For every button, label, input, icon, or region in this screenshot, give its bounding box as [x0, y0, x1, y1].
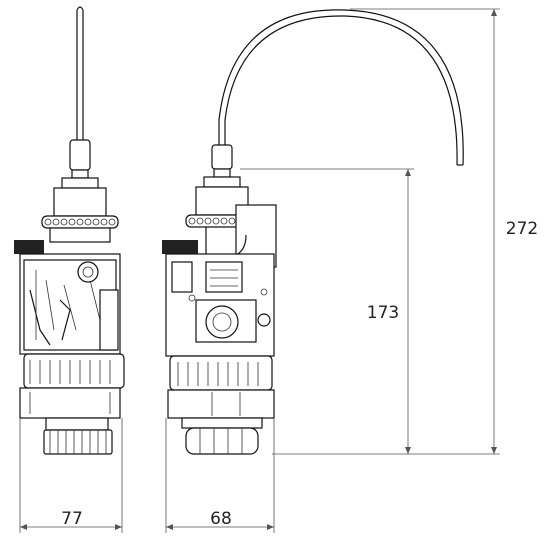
dimension-label-width-left: 77 — [61, 509, 83, 529]
dimension-lines — [19, 8, 500, 533]
dimension-label-height-body: 173 — [367, 303, 399, 323]
dimension-label-width-right: 68 — [210, 509, 232, 529]
dimension-label-height-total: 272 — [506, 219, 538, 239]
left-side-view — [14, 6, 125, 455]
right-front-view — [162, 9, 464, 455]
